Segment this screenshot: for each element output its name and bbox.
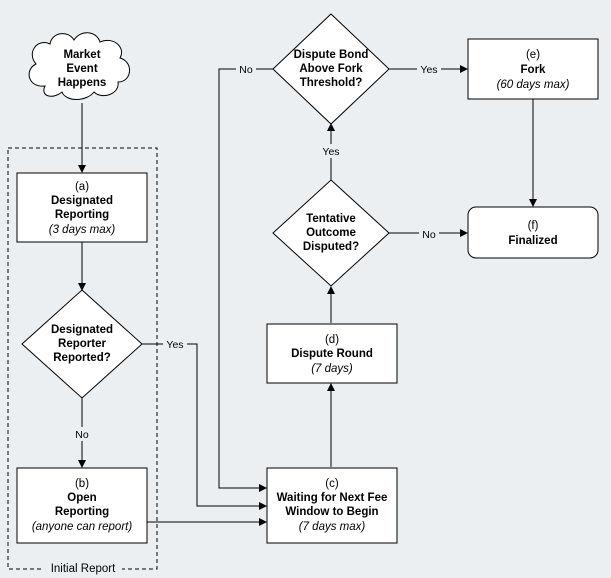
svg-text:(f): (f) [528,220,539,232]
svg-text:(7 days): (7 days) [311,363,353,375]
svg-text:(7 days max): (7 days max) [299,521,366,533]
svg-text:Yes: Yes [322,146,339,158]
node-c-waiting-fee-window: (c) Waiting for Next Fee Window to Begin… [266,467,398,544]
edge-label-q2-yes: Yes [319,144,343,158]
svg-text:No: No [75,429,89,441]
svg-text:No: No [239,64,253,76]
svg-text:Reporting: Reporting [55,209,109,221]
svg-text:Open: Open [67,492,96,504]
svg-text:Threshold?: Threshold? [300,77,363,89]
node-e-fork: (e) Fork (60 days max) [467,38,599,100]
node-market-event-cloud: Market Event Happens [28,32,130,100]
svg-text:Window to Begin: Window to Begin [285,506,378,518]
svg-text:Dispute Round: Dispute Round [291,348,373,360]
svg-text:Market: Market [63,49,100,61]
svg-text:(c): (c) [325,478,339,490]
svg-text:(a): (a) [75,181,89,193]
edge-q3-to-c [218,68,273,492]
svg-text:Above Fork: Above Fork [299,63,363,75]
node-b-open-reporting: (b) Open Reporting (anyone can report) [16,467,148,544]
svg-text:Tentative: Tentative [306,213,356,225]
node-q2-tentative-outcome-disputed: Tentative Outcome Disputed? [272,179,390,287]
edge-label-q3-no: No [236,62,256,76]
edge-label-q2-no: No [419,227,439,241]
svg-text:Dispute Bond: Dispute Bond [294,49,369,61]
svg-text:Disputed?: Disputed? [303,241,359,253]
initial-report-label: Initial Report [51,563,116,575]
svg-text:(anyone can report): (anyone can report) [32,521,133,533]
node-a-designated-reporting: (a) Designated Reporting (3 days max) [16,172,148,243]
svg-text:Fork: Fork [521,64,547,76]
svg-text:(b): (b) [75,478,89,490]
node-d-dispute-round: (d) Dispute Round (7 days) [266,323,398,384]
edge-label-q3-yes: Yes [417,62,441,76]
svg-text:Reporting: Reporting [55,506,109,518]
svg-text:Outcome: Outcome [306,227,356,239]
svg-text:No: No [422,229,436,241]
node-q1-designated-reporter-reported: Designated Reporter Reported? [21,289,143,399]
svg-text:(3 days max): (3 days max) [49,224,116,236]
node-f-finalized: (f) Finalized [467,206,599,259]
svg-text:Designated: Designated [51,324,113,336]
svg-text:Happens: Happens [58,77,107,89]
svg-text:Designated: Designated [51,195,113,207]
svg-text:Finalized: Finalized [508,235,557,247]
svg-text:(d): (d) [325,334,339,346]
svg-text:(e): (e) [526,49,540,61]
edge-q1-to-c [142,343,267,510]
node-q3-dispute-bond-threshold: Dispute Bond Above Fork Threshold? [272,13,390,125]
svg-text:Reporter: Reporter [58,338,106,350]
svg-text:Reported?: Reported? [53,352,111,364]
edge-label-q1-no: No [72,427,92,441]
svg-text:(60 days max): (60 days max) [497,79,570,91]
svg-text:Waiting for Next Fee: Waiting for Next Fee [277,492,388,504]
edge-label-q1-yes: Yes [163,337,187,351]
svg-text:Yes: Yes [420,64,437,76]
svg-text:Yes: Yes [166,339,183,351]
svg-text:Event: Event [66,63,97,75]
